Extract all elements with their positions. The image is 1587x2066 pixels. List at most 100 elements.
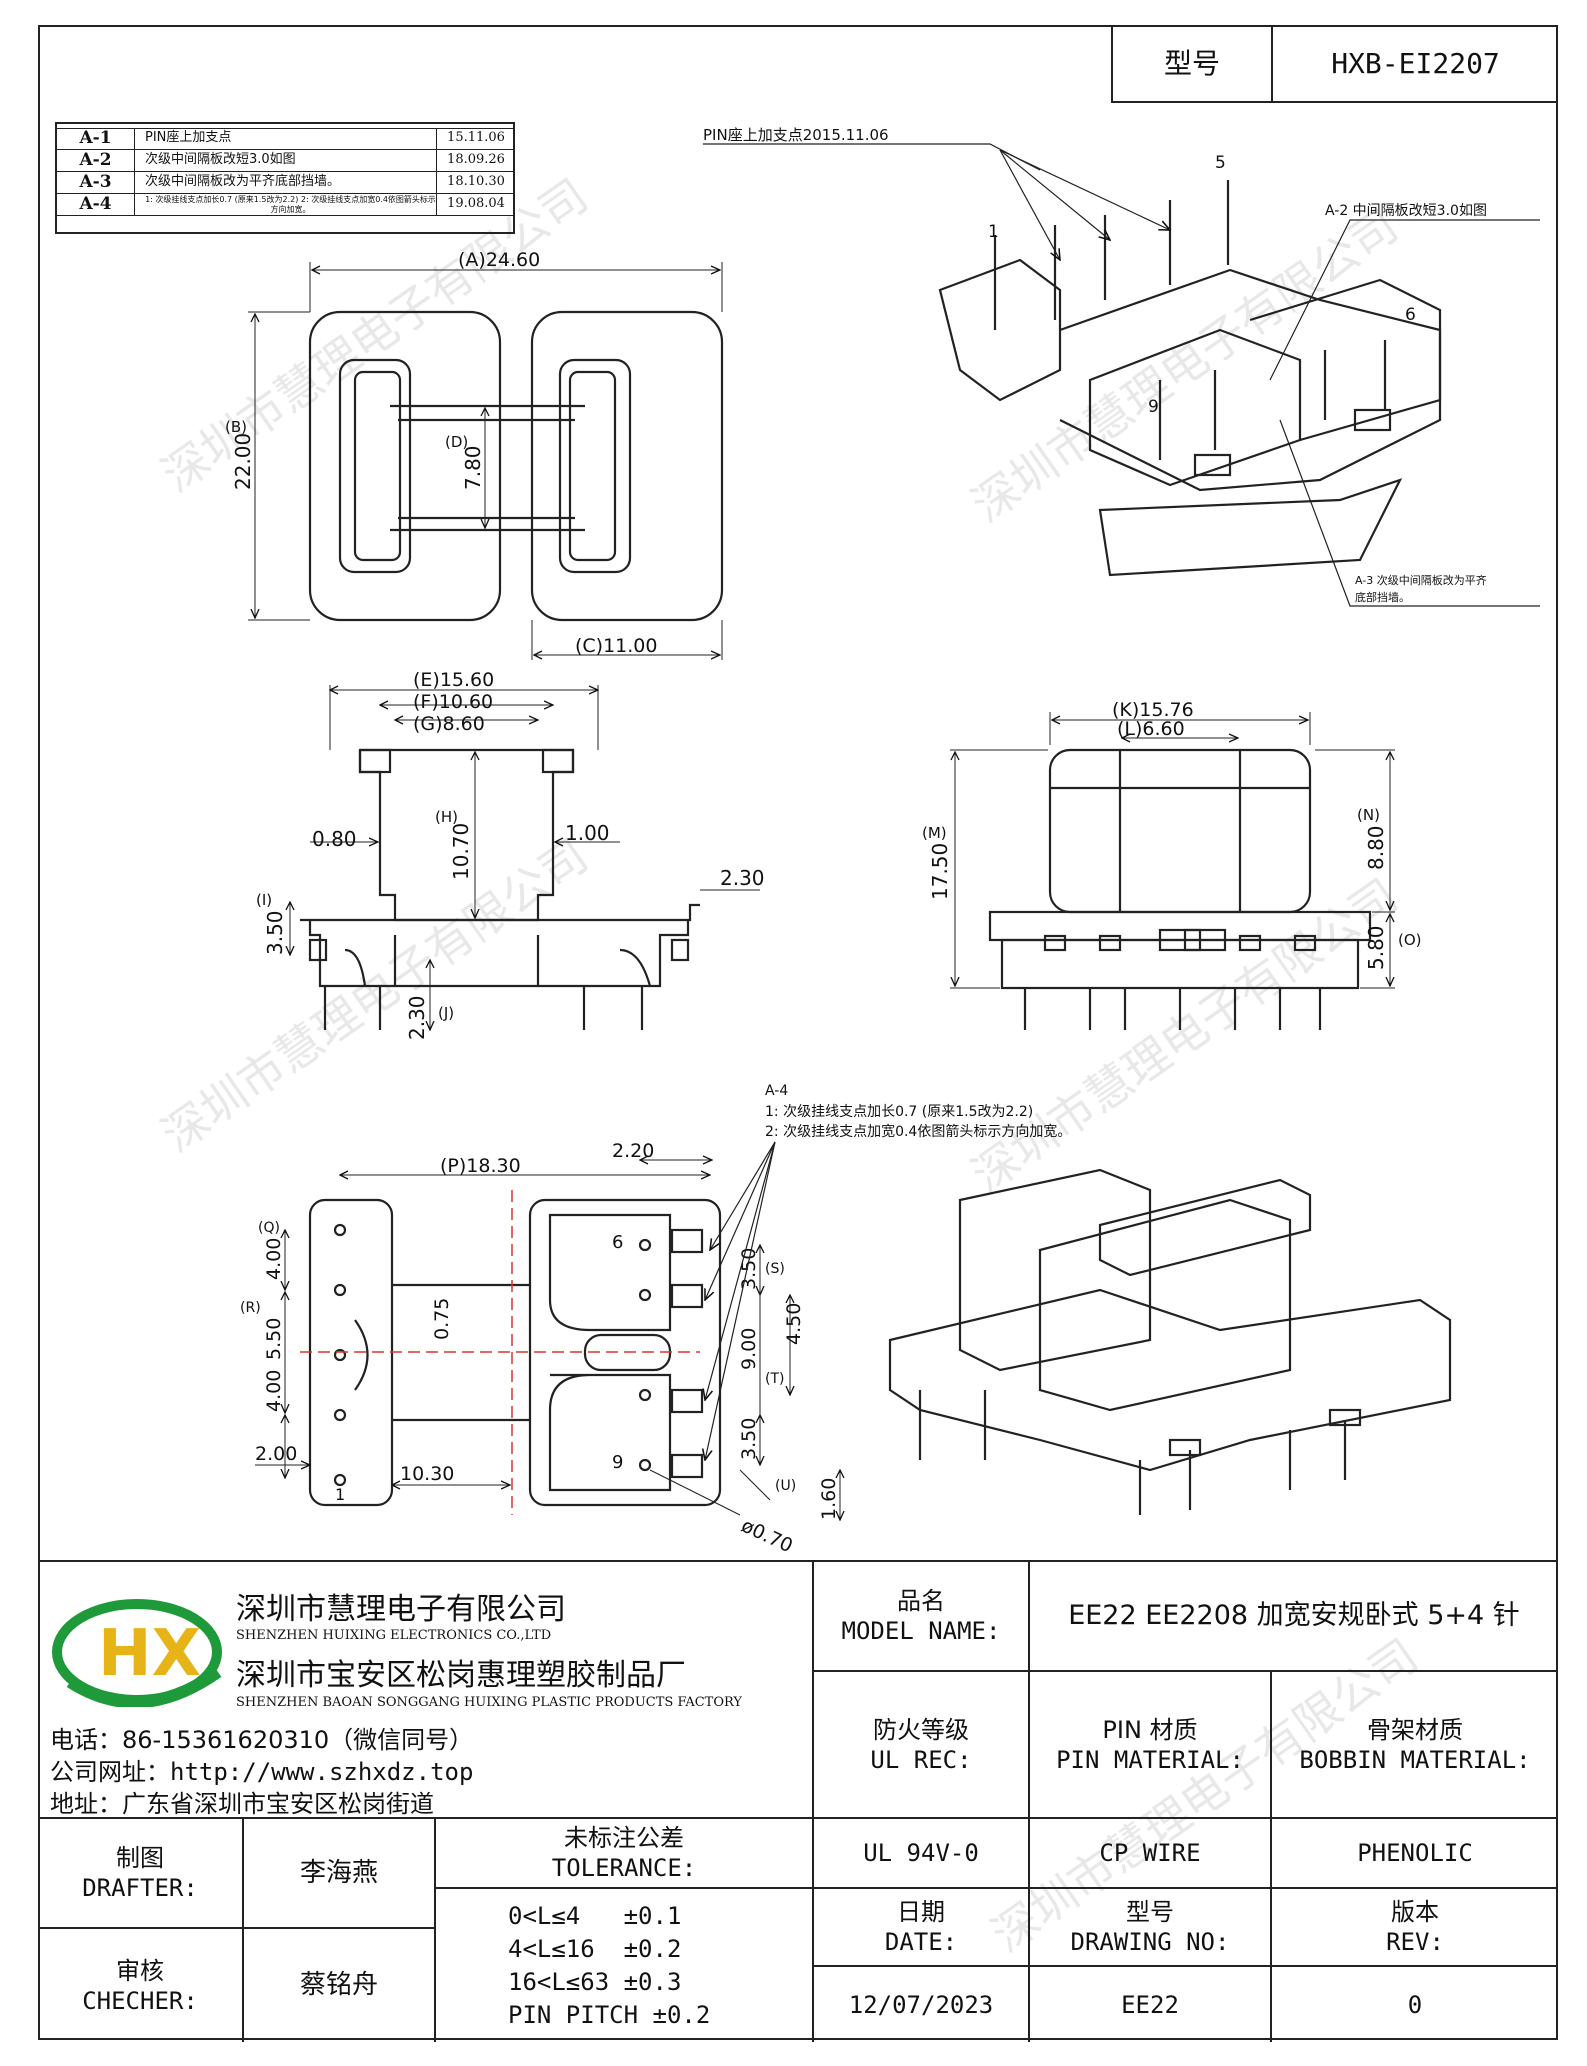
revision-code: A-2	[57, 150, 135, 171]
dim-h-val: 10.70	[449, 823, 473, 880]
dim-h: (H)	[435, 808, 458, 826]
dim-m-val: 17.50	[928, 843, 952, 900]
company-logo: HX	[50, 1587, 225, 1709]
dim-a: (A)24.60	[458, 249, 540, 271]
iso-a3-line1: A-3 次级中间隔板改为平齐	[1355, 573, 1487, 587]
dim-900: 9.00	[738, 1328, 760, 1370]
dim-o-val: 5.80	[1364, 925, 1388, 970]
iso-view-bottom	[888, 1168, 1452, 1515]
a4-note: A-4 1: 次级挂线支点加长0.7 (原来1.5改为2.2) 2: 次级挂线支…	[705, 1083, 1071, 1460]
dim-350b: 3.50	[738, 1418, 760, 1460]
drawing-sheet	[38, 25, 1558, 2040]
pin-1-label: 1	[335, 1485, 345, 1504]
type-value: HXB-EI2207	[1331, 46, 1500, 80]
revision-date: 19.08.04	[447, 196, 505, 212]
drawing-no-value: EE22	[1121, 1990, 1179, 2019]
dim-p: (P)18.30	[440, 1155, 521, 1177]
model-value: EE22 EE2208 加宽安规卧式 5+4 针	[1068, 1600, 1520, 1632]
dim-r: (R)	[240, 1300, 261, 1316]
a4-title: A-4	[765, 1083, 788, 1099]
iso-a1: PIN座上加支点2015.11.06	[703, 126, 889, 144]
company-name-1-en: SHENZHEN HUIXING ELECTRONICS CO.,LTD	[236, 1628, 552, 1643]
top-view	[308, 310, 724, 622]
tolerance-line: 0<L≤4 ±0.1	[508, 1902, 682, 1930]
type-header-box: 型号 HXB-EI2207	[1111, 25, 1558, 103]
a4-line1: 1: 次级挂线支点加长0.7 (原来1.5改为2.2)	[765, 1104, 1033, 1120]
drafter-value: 李海燕	[299, 1857, 378, 1888]
company-name-1: 深圳市慧理电子有限公司	[236, 1592, 566, 1627]
dim-c: (C)11.00	[575, 635, 658, 657]
front-view-dims: (E)15.60 (F)10.60 (G)8.60 (H) 10.70 0.80…	[256, 669, 765, 1040]
dim-q: (Q)	[258, 1220, 280, 1236]
dim-160: 1.60	[818, 1478, 840, 1520]
company-address: 地址：广东省深圳市宝安区松岗街道	[50, 1790, 434, 1818]
iso-a2: A-2 中间隔板改短3.0如图	[1325, 203, 1487, 219]
bottom-view	[308, 1198, 722, 1507]
dim-230b: 2.30	[405, 995, 429, 1040]
dim-1030: 10.30	[400, 1463, 454, 1485]
company-name-2: 深圳市宝安区松岗惠理塑胶制品厂	[236, 1658, 686, 1693]
checker-value: 蔡铭舟	[299, 1970, 378, 2001]
company-phone: 电话：86-15361620310（微信同号）	[50, 1726, 474, 1754]
dim-400a: 4.00	[263, 1238, 285, 1280]
revision-date: 15.11.06	[447, 130, 505, 146]
dim-220: 2.20	[612, 1140, 654, 1162]
side-view	[988, 748, 1372, 1030]
revision-code: A-1	[57, 128, 135, 149]
revision-code: A-3	[57, 172, 135, 193]
dim-l: (L)6.60	[1117, 718, 1185, 740]
company-name-2-en: SHENZHEN BAOAN SONGGANG HUIXING PLASTIC …	[236, 1695, 742, 1710]
revision-desc: 次级中间隔板改短3.0如图	[137, 150, 437, 171]
pin-6-label: 6	[612, 1232, 623, 1253]
revision-desc: 次级中间隔板改为平齐底部挡墙。	[137, 172, 437, 193]
tolerance-line: 16<L≤63 ±0.3	[508, 1968, 682, 1996]
bottom-view-dims: (P)18.30 2.20 (Q) 4.00 (R) 5.50 4.00 2.0…	[240, 1140, 840, 1557]
tolerance-line: PIN PITCH ±0.2	[508, 2001, 711, 2029]
dim-t: (T)	[765, 1371, 784, 1387]
dim-080: 0.80	[312, 827, 357, 851]
iso-pin6: 6	[1405, 305, 1416, 325]
dim-350a: 3.50	[738, 1248, 760, 1290]
bobbin-material-value: PHENOLIC	[1357, 1839, 1473, 1867]
dim-e: (E)15.60	[413, 669, 494, 691]
tolerance-line: 4<L≤16 ±0.2	[508, 1935, 682, 1963]
pin-9-label: 9	[612, 1452, 623, 1473]
logo-text: HX	[98, 1617, 201, 1691]
dim-d-val: 7.80	[461, 445, 485, 490]
dim-s: (S)	[765, 1261, 785, 1277]
revision-desc: PIN座上加支点	[137, 128, 437, 149]
iso-view-top	[938, 180, 1442, 577]
dim-j: (J)	[438, 1004, 454, 1022]
rev-value: 0	[1407, 1990, 1423, 2019]
revision-date: 18.09.26	[447, 152, 505, 168]
dim-n: (N)	[1357, 806, 1380, 824]
a4-line2: 2: 次级挂线支点加宽0.4依图箭头标示方向加宽。	[765, 1123, 1071, 1140]
iso-pin9: 9	[1148, 397, 1159, 417]
company-website: 公司网址：http://www.szhxdz.top	[50, 1758, 474, 1786]
revision-desc: 1: 次级挂线支点加长0.7 (原来1.5改为2.2) 2: 次级挂线支点加宽0…	[137, 194, 437, 215]
dim-350: 3.50	[263, 910, 287, 955]
revision-code: A-4	[57, 194, 135, 215]
type-label: 型号	[1113, 25, 1273, 101]
dim-230a: 2.30	[720, 866, 765, 890]
dim-n-val: 8.80	[1364, 825, 1388, 870]
dim-u: (U)	[775, 1478, 796, 1494]
revision-date: 18.10.30	[447, 174, 505, 190]
dim-m: (M)	[922, 824, 947, 842]
iso-view-top-notes: PIN座上加支点2015.11.06 A-2 中间隔板改短3.0如图 A-3 次…	[703, 126, 1540, 607]
dim-070: ø0.70	[738, 1515, 796, 1558]
dim-i: (I)	[256, 891, 272, 909]
